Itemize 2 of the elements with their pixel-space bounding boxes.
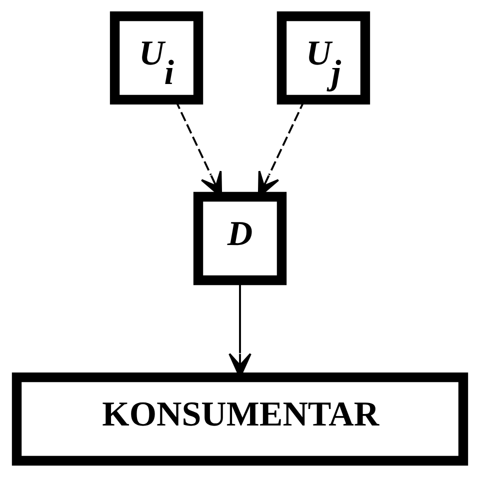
node-box: KONSUMENTAR xyxy=(12,372,468,466)
node-box: D xyxy=(193,192,287,286)
